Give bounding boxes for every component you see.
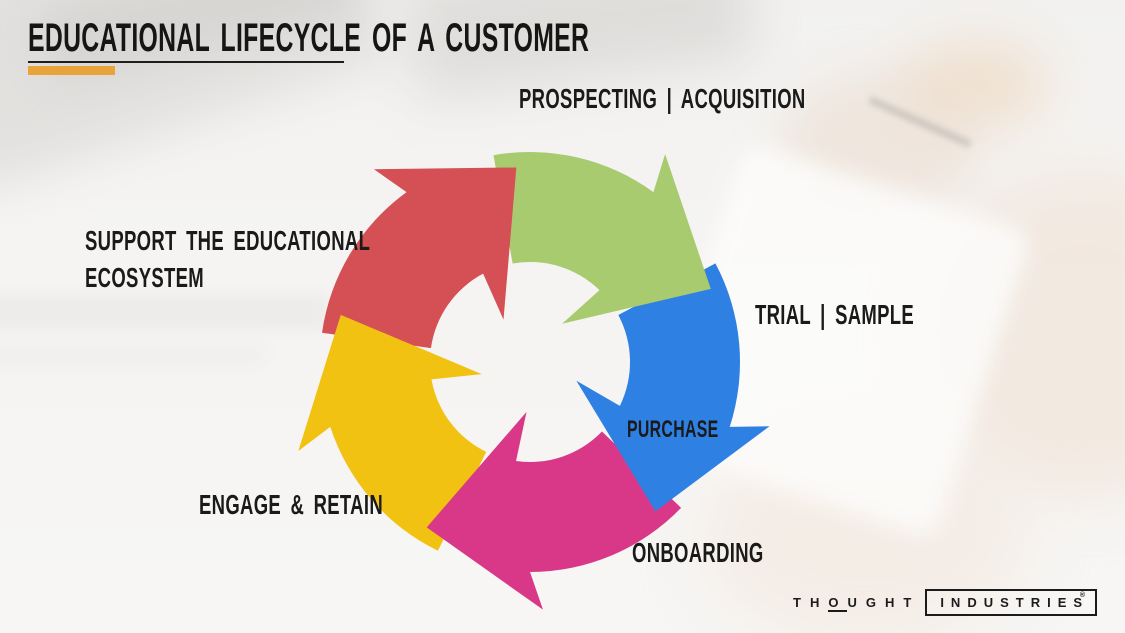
label-engage-retain: ENGAGE & RETAIN	[199, 489, 383, 520]
label-support-ecosystem: SUPPORT THE EDUCATIONAL ECOSYSTEM	[85, 223, 370, 297]
logo-industries-box: INDUSTRIES®	[925, 589, 1098, 616]
page-title: EDUCATIONAL LIFECYCLE OF A CUSTOMER	[28, 16, 590, 60]
label-support-line2: ECOSYSTEM	[85, 261, 205, 293]
registered-mark: ®	[1079, 592, 1093, 599]
label-prospecting-acquisition: PROSPECTING | ACQUISITION	[519, 83, 806, 114]
logo-thought: THOUGHT	[793, 595, 921, 612]
title-underline	[28, 61, 344, 63]
title-accent-bar	[28, 66, 115, 75]
label-purchase: PURCHASE	[627, 416, 719, 443]
logo-underlined-o: O	[828, 595, 848, 612]
thought-industries-logo: THOUGHT INDUSTRIES®	[793, 589, 1098, 616]
label-support-line1: SUPPORT THE EDUCATIONAL	[85, 225, 371, 256]
label-onboarding: ONBOARDING	[632, 537, 764, 568]
label-trial-sample: TRIAL | SAMPLE	[755, 299, 915, 330]
